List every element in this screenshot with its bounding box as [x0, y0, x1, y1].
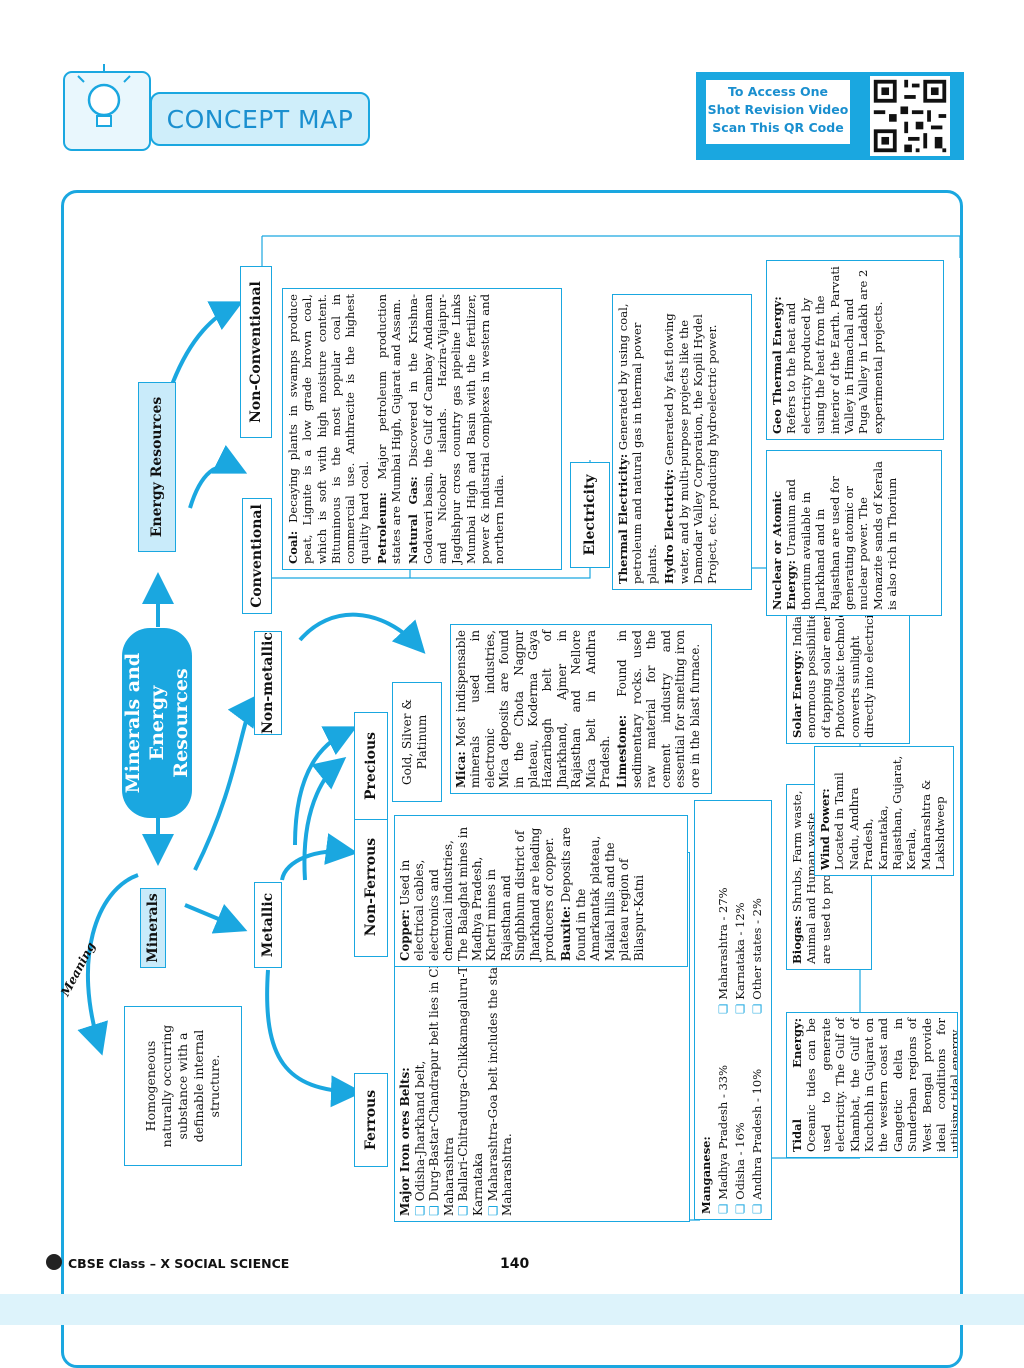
page-number: 140 — [500, 1256, 530, 1272]
list-item: ❏Madhya Pradesh - 33% — [716, 1064, 730, 1214]
nuclear-energy-box: Nuclear or Atomic Energy: Uranium and th… — [766, 450, 942, 616]
list-item: ❏Other states - 2% — [750, 898, 764, 1014]
list-item: ❏Karnataka - 12% — [733, 902, 747, 1014]
conventional-node[interactable]: Conventional — [242, 498, 272, 614]
geo-thermal-energy-box: Geo Thermal Energy: Refers to the heat a… — [766, 260, 944, 440]
page-title: CONCEPT MAP — [166, 104, 354, 134]
non-conventional-node[interactable]: Non-Conventional — [240, 266, 272, 438]
energy-resources-node[interactable]: Energy Resources — [138, 382, 176, 552]
qr-note: To Access One Shot Revision Video Scan T… — [706, 80, 850, 144]
concept-map-title-box: CONCEPT MAP — [150, 92, 370, 146]
non-ferrous-node[interactable]: Non-Ferrous — [354, 817, 388, 957]
precious-node[interactable]: Precious — [354, 712, 388, 820]
center-line: Energy Resources — [146, 668, 192, 778]
manganese-box: Manganese: ❏Madhya Pradesh - 33% ❏Odisha… — [694, 800, 772, 1220]
list-item: ❏Maharashtra - 27% — [716, 887, 730, 1014]
qr-code-icon[interactable] — [870, 76, 950, 156]
bulb-scroll-icon — [63, 64, 151, 151]
electricity-node[interactable]: Electricity — [570, 462, 610, 568]
wind-power-box: Wind Power: Located in Tamil Nadu, Andhr… — [814, 746, 954, 876]
metallic-node[interactable]: Metallic — [254, 882, 282, 968]
mica-limestone-box: Mica: Most indispensable minerals used i… — [450, 624, 712, 794]
minerals-node[interactable]: Minerals — [140, 888, 166, 968]
manganese-title: Manganese: — [699, 1136, 713, 1214]
meaning-box: Homogeneous naturally occurring substanc… — [124, 1006, 242, 1166]
center-line: Minerals and — [122, 652, 144, 794]
footer-band — [0, 1294, 1024, 1325]
list-item: ❏Odisha - 16% — [733, 1122, 747, 1214]
precious-list: Gold, Silver & Platinum — [392, 682, 442, 802]
ferrous-node[interactable]: Ferrous — [354, 1073, 388, 1167]
thermal-hydro-box: Thermal Electricity: Generated by using … — [612, 294, 752, 590]
qr-panel: To Access One Shot Revision Video Scan T… — [696, 72, 964, 160]
qr-note-line: To Access One — [727, 84, 828, 99]
copper-bauxite-box: Copper: Used in electrical cables, elect… — [394, 815, 688, 967]
coal-petroleum-gas-box: Coal: Decaying plants in swamps produce … — [282, 288, 562, 570]
qr-note-line: Shot Revision Video — [707, 102, 849, 117]
publisher-logo-icon — [46, 1254, 62, 1270]
tidal-energy-box: Tidal Energy: Oceanic tides can be used … — [786, 1012, 958, 1158]
qr-note-line: Scan This QR Code — [712, 120, 844, 135]
footer-book-title: CBSE Class – X SOCIAL SCIENCE — [68, 1256, 290, 1271]
non-metallic-node[interactable]: Non-metallic — [254, 631, 282, 735]
list-item: ❏Andhra Pradesh - 10% — [750, 1068, 764, 1214]
